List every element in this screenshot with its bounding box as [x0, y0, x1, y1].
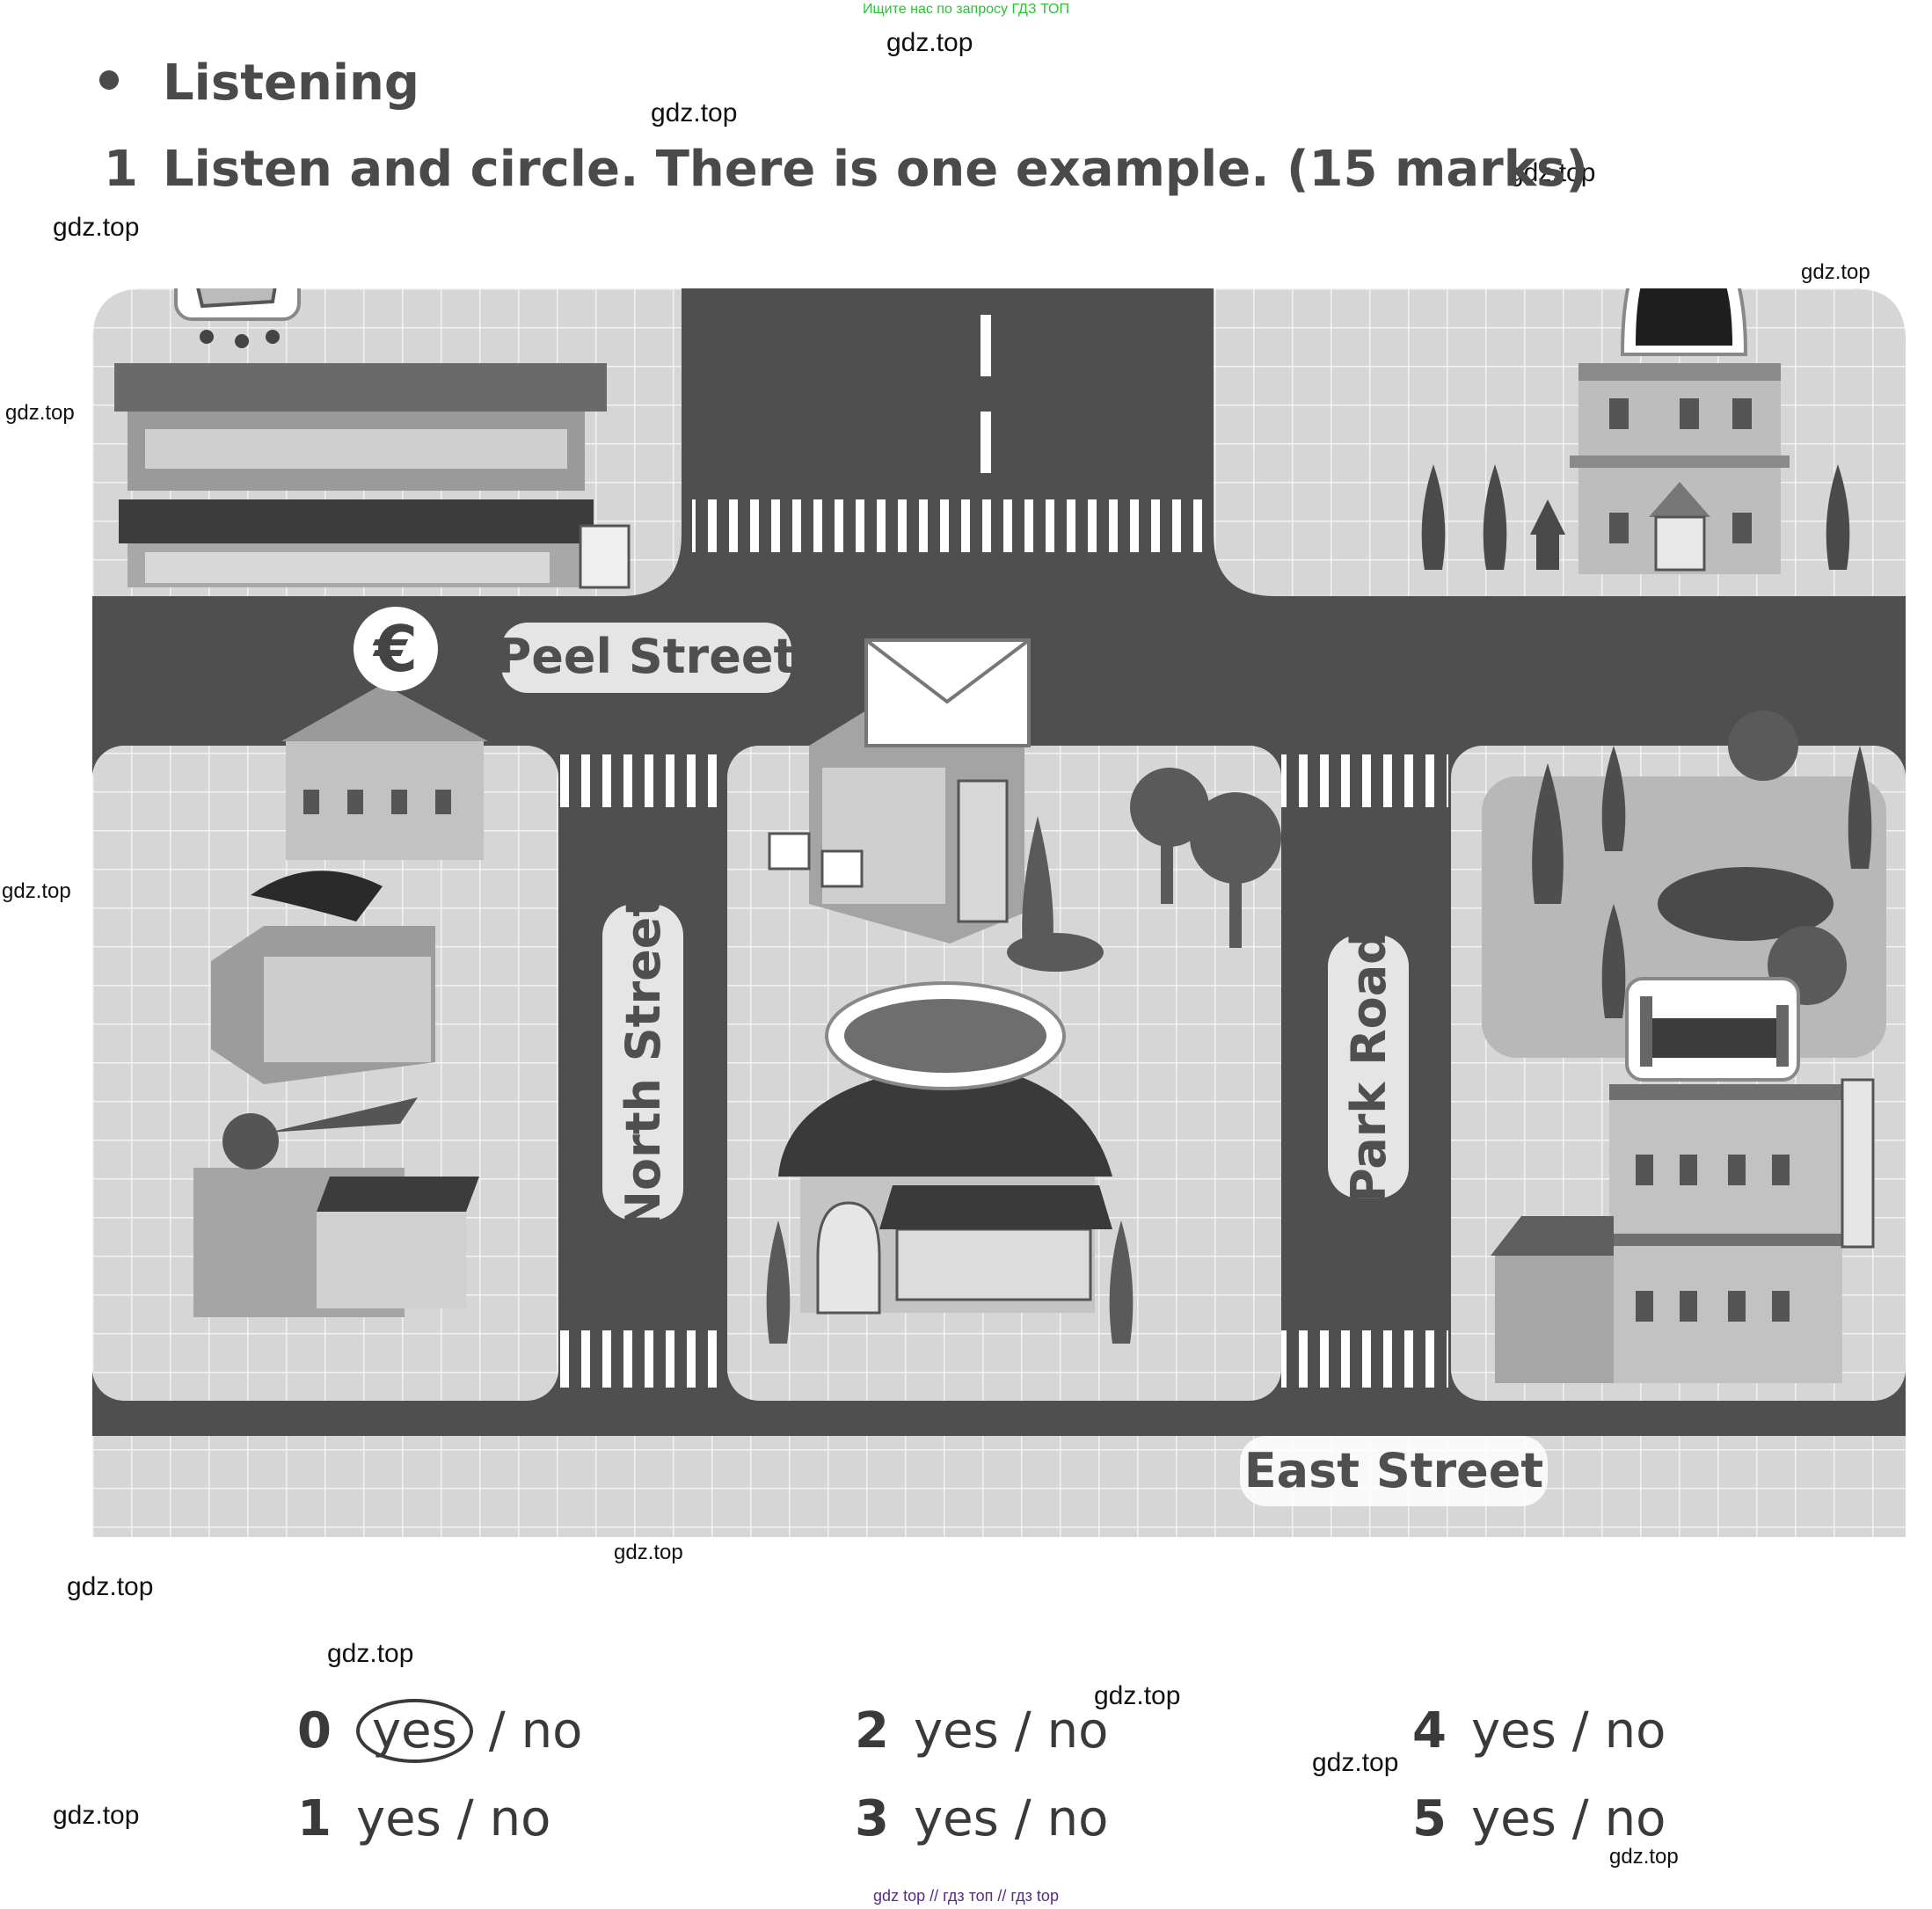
answer-item-3[interactable]: 3 yes /no: [855, 1790, 1108, 1847]
svg-text:€: €: [372, 612, 418, 686]
watermark: gdz.top: [614, 1541, 683, 1564]
watermark: gdz.top: [5, 401, 75, 425]
street-label-east: East Street: [1244, 1443, 1543, 1498]
trees-top-right: [1421, 464, 1850, 570]
watermark: gdz.top: [651, 98, 738, 128]
street-label-north: North Street: [616, 894, 671, 1230]
option-separator: /: [1014, 1790, 1032, 1847]
town-map: Peel Street €: [92, 288, 1906, 1537]
yes-option[interactable]: yes: [913, 1790, 999, 1847]
no-option[interactable]: no: [489, 1790, 551, 1847]
option-separator: /: [456, 1790, 474, 1847]
answer-item-0[interactable]: 0 yes / no: [297, 1699, 583, 1763]
answer-item-2[interactable]: 2 yes /no: [855, 1702, 1108, 1760]
watermark: gdz.top: [886, 28, 973, 57]
envelope-sign: [864, 638, 1031, 747]
section-bullet: [99, 70, 119, 90]
answer-number: 1: [297, 1790, 332, 1847]
crosswalk: [1281, 754, 1448, 807]
bottom-banner: gdz top // гдз топ // гдз top: [873, 1887, 1059, 1905]
option-separator: /: [1571, 1790, 1589, 1847]
bank: [281, 684, 488, 860]
answer-number: 0: [297, 1702, 332, 1760]
watermark: gdz.top: [327, 1639, 414, 1668]
watermark: gdz.top: [1801, 260, 1870, 284]
crosswalk: [558, 754, 725, 807]
supermarket: [114, 363, 631, 589]
yes-option[interactable]: yes: [1470, 1790, 1557, 1847]
bottom-sidewalk: [92, 1436, 1906, 1537]
block-top-right: [1214, 288, 1906, 596]
park: [1482, 710, 1886, 1058]
answer-item-1[interactable]: 1 yes / no: [297, 1790, 550, 1847]
top-banner: Ищите нас по запросу ГДЗ ТОП: [863, 2, 1069, 17]
fish-shop: [211, 871, 435, 1084]
no-option[interactable]: no: [1604, 1790, 1666, 1847]
trees-center: [766, 768, 1281, 1344]
watermark: gdz.top: [53, 1801, 140, 1830]
no-option[interactable]: no: [1604, 1702, 1666, 1760]
answer-number: 4: [1412, 1702, 1447, 1760]
no-option[interactable]: no: [1046, 1702, 1109, 1760]
answer-number: 2: [855, 1702, 889, 1760]
option-separator: /: [488, 1702, 506, 1760]
police-helmet-sign: [1620, 288, 1748, 356]
watermark: gdz.top: [53, 213, 140, 242]
post-office: [768, 710, 1024, 944]
watermark: gdz.top: [2, 879, 71, 903]
street-label-park: Park Road: [1341, 930, 1396, 1203]
watermark: gdz.top: [1094, 1681, 1181, 1710]
euro-sign: €: [354, 607, 438, 691]
task-instruction: Listen and circle. There is one example.…: [163, 141, 1588, 198]
lane-marking: [981, 412, 991, 473]
greengrocer: [193, 1097, 479, 1317]
watermark: gdz.top: [67, 1572, 154, 1601]
watermark: gdz.top: [1312, 1748, 1399, 1777]
answer-item-5[interactable]: 5 yes/ no: [1412, 1790, 1666, 1847]
no-option[interactable]: no: [521, 1702, 583, 1760]
option-separator: /: [1014, 1702, 1032, 1760]
bread-sign: [825, 981, 1066, 1090]
section-title: Listening: [163, 55, 419, 112]
lane-marking: [981, 315, 991, 376]
task-number: 1: [104, 141, 138, 198]
option-separator: /: [1571, 1702, 1589, 1760]
no-option[interactable]: no: [1046, 1790, 1109, 1847]
answer-item-4[interactable]: 4 yes/ no: [1412, 1702, 1666, 1760]
crosswalk: [692, 499, 1211, 552]
yes-option-circled[interactable]: yes: [355, 1699, 473, 1763]
shopping-cart-sign: [174, 288, 301, 348]
yes-option[interactable]: yes: [1470, 1702, 1557, 1760]
bed-sign: [1625, 977, 1800, 1082]
watermark: gdz.top: [1609, 1845, 1679, 1869]
crosswalk: [558, 1330, 725, 1388]
street-label-peel: Peel Street: [497, 629, 797, 684]
watermark: gdz.top: [1509, 158, 1596, 187]
answer-number: 5: [1412, 1790, 1447, 1847]
answer-number: 3: [855, 1790, 889, 1847]
yes-option[interactable]: yes: [355, 1790, 441, 1847]
crosswalk: [1281, 1330, 1448, 1388]
hotel: [1491, 1078, 1875, 1383]
police-station: [1570, 363, 1790, 574]
yes-option[interactable]: yes: [913, 1702, 999, 1760]
bakery: [778, 1062, 1112, 1315]
